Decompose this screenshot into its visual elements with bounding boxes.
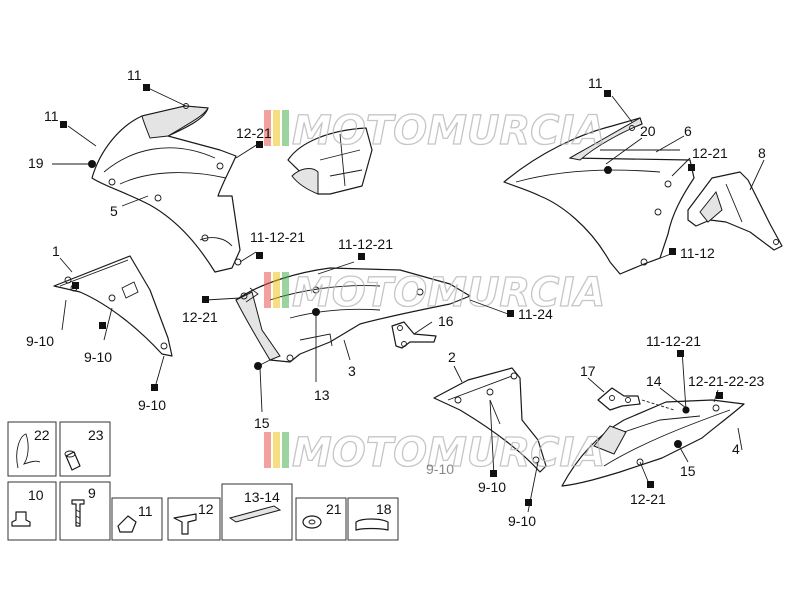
part-17-bracket xyxy=(597,387,641,411)
callout-label: 12-21 xyxy=(692,145,728,161)
callout-label: 9-10 xyxy=(508,513,536,529)
callout-label: 15 xyxy=(680,463,696,479)
callout-label: 19 xyxy=(28,155,44,171)
hardware-label: 13-14 xyxy=(244,489,280,505)
callout-label: 11 xyxy=(588,75,603,91)
hardware-label: 9 xyxy=(88,485,96,501)
watermark-1: MOTOMURCIA xyxy=(264,107,606,155)
part-4-lower-fairing xyxy=(561,399,745,487)
callout-label: 15 xyxy=(254,415,270,431)
callout-label: 9-10 xyxy=(26,333,54,349)
hardware-box-10: 10 xyxy=(7,481,57,541)
watermark-text: MOTOMURCIA xyxy=(292,430,605,476)
hardware-box-22: 22 xyxy=(7,421,57,477)
part-5-upper-fairing xyxy=(91,103,242,273)
part-6-right-fairing xyxy=(503,117,695,275)
callout-label: 12-21 xyxy=(182,309,218,325)
callout-label: 11-12-21 xyxy=(646,333,701,349)
callout-label: 3 xyxy=(348,363,356,379)
callout-label: 9-10 xyxy=(478,479,506,495)
part-1-side-panel xyxy=(53,255,173,357)
callout-label: 17 xyxy=(580,363,596,379)
callout-label: 11-24 xyxy=(518,306,553,322)
part-16-bracket xyxy=(391,321,437,349)
part-2-lower-panel xyxy=(433,367,547,473)
hardware-label: 22 xyxy=(34,427,50,443)
callout-label: 9-10 xyxy=(84,349,112,365)
hardware-label: 11 xyxy=(138,503,153,519)
callout-label: 11 xyxy=(127,67,142,83)
hardware-label: 21 xyxy=(326,501,342,517)
hardware-box-18: 18 xyxy=(347,497,399,541)
callout-label: 2 xyxy=(448,349,456,365)
hardware-legend: 22 23 10 9 11 xyxy=(7,421,399,541)
callout-label: 11-12-21 xyxy=(338,236,393,252)
callout-labels: 11 11 19 5 12-21 1 9-10 9-10 9-10 11-12-… xyxy=(26,67,766,529)
part-8-duct xyxy=(687,171,783,251)
hardware-box-12: 12 xyxy=(167,497,221,541)
callout-label: 14 xyxy=(646,373,662,389)
watermark-text: MOTOMURCIA xyxy=(292,108,605,154)
hardware-box-11: 11 xyxy=(111,497,163,541)
watermark-2: MOTOMURCIA xyxy=(264,269,606,317)
callout-label: 4 xyxy=(732,441,740,457)
callout-label: 8 xyxy=(758,145,766,161)
callout-label: 1 xyxy=(52,243,60,259)
callout-label: 12-21 xyxy=(630,491,666,507)
callout-label: 11-12-21 xyxy=(250,229,305,245)
callout-label: 11 xyxy=(44,108,59,124)
callout-label: 11-12 xyxy=(680,245,715,261)
hardware-box-21: 21 xyxy=(295,497,347,541)
callout-label: 6 xyxy=(684,123,692,139)
callout-label: 16 xyxy=(438,313,454,329)
watermark-text: MOTOMURCIA xyxy=(292,270,605,316)
hardware-box-13-14: 13-14 xyxy=(221,483,293,541)
hardware-label: 12 xyxy=(198,501,214,517)
hardware-label: 10 xyxy=(28,487,44,503)
callout-label: 9-10 xyxy=(138,397,166,413)
hardware-box-23: 23 xyxy=(59,421,111,477)
reference-markers xyxy=(60,84,723,506)
callout-label: 20 xyxy=(640,123,656,139)
hardware-label: 23 xyxy=(88,427,104,443)
hardware-box-9: 9 xyxy=(59,481,111,541)
callout-label: 12-21 xyxy=(236,125,272,141)
air-duct-part xyxy=(287,127,373,195)
watermark-3: MOTOMURCIA xyxy=(264,429,606,477)
callout-label: 13 xyxy=(314,387,330,403)
hardware-label: 18 xyxy=(376,501,392,517)
callout-label: 9-10 xyxy=(426,461,454,477)
callout-label: 12-21-22-23 xyxy=(688,373,764,389)
callout-label: 5 xyxy=(110,203,118,219)
